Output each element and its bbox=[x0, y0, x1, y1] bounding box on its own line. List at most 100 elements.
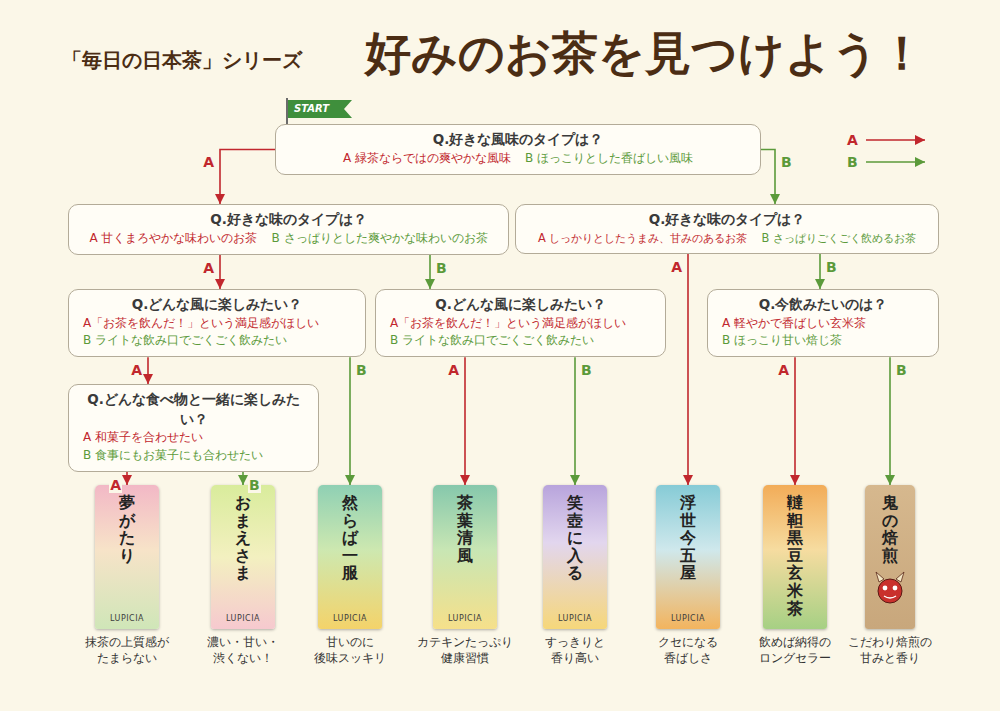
option-text: B ライトな飲み口でごくごく飲みたい bbox=[390, 332, 655, 349]
question-text: Q.好きな味のタイプは？ bbox=[79, 210, 498, 230]
flow-arrow bbox=[219, 255, 221, 289]
branch-label: B bbox=[895, 362, 908, 378]
tea-package: 鬼の焙煎 bbox=[865, 485, 915, 629]
option-group: A 軽やかで香ばしい玄米茶B ほっこり甘い焙じ茶 bbox=[718, 315, 928, 350]
flow-arrow bbox=[687, 254, 689, 485]
product-caption: すっきりと 香り高い bbox=[525, 635, 625, 666]
oni-eye bbox=[883, 586, 888, 591]
tea-package: 然らば一服LUPICIA bbox=[318, 485, 382, 629]
product-name: 笑壺に入る bbox=[567, 494, 583, 582]
brand-name: LUPICIA bbox=[110, 614, 144, 624]
question-text: Q.どんな風に楽しみたい？ bbox=[79, 295, 355, 315]
flow-arrow bbox=[126, 472, 128, 485]
tea-package: おまえさまLUPICIA bbox=[211, 485, 275, 629]
branch-label: B bbox=[355, 362, 368, 378]
option-text: B ほっこりとした香ばしい風味 bbox=[525, 150, 693, 167]
question-text: Q.どんな食べ物と一緒に楽しみたい？ bbox=[79, 390, 308, 429]
question-box: Q.好きな味のタイプは？A 甘くまろやかな味わいのお茶 B さっぱりとした爽やかな… bbox=[68, 204, 509, 255]
option-text: A 緑茶ならではの爽やかな風味 bbox=[343, 150, 511, 167]
flow-arrow bbox=[794, 357, 796, 485]
product-name: 浮世今五屋 bbox=[680, 494, 696, 582]
branch-label: B bbox=[780, 154, 793, 170]
question-text: Q.どんな風に楽しみたい？ bbox=[386, 295, 655, 315]
option-group: A 緑茶ならではの爽やかな風味 B ほっこりとした香ばしい風味 bbox=[286, 150, 750, 167]
question-text: Q.今飲みたいのは？ bbox=[718, 295, 928, 315]
option-group: A しっかりとしたうまみ、甘みのあるお茶 B さっぱりごくごく飲めるお茶 bbox=[526, 230, 928, 247]
product-caption: カテキンたっぷり 健康習慣 bbox=[415, 635, 515, 666]
question-box: Q.好きな風味のタイプは？A 緑茶ならではの爽やかな風味B ほっこりとした香ばし… bbox=[275, 124, 761, 175]
legend-label: B bbox=[847, 153, 858, 171]
option-text: A「お茶を飲んだ！」という満足感がほしい bbox=[390, 315, 655, 332]
option-text: B ライトな飲み口でごくごく飲みたい bbox=[83, 332, 355, 349]
product-caption: 甘いのに 後味スッキリ bbox=[300, 635, 400, 666]
option-text: B 食事にもお菓子にも合わせたい bbox=[83, 447, 308, 464]
question-box: Q.どんな風に楽しみたい？A「お茶を飲んだ！」という満足感がほしいB ライトな飲… bbox=[68, 289, 366, 357]
question-box: Q.どんな風に楽しみたい？A「お茶を飲んだ！」という満足感がほしいB ライトな飲… bbox=[375, 289, 666, 357]
legend-arrow-sample bbox=[866, 161, 925, 163]
branch-label: B bbox=[580, 362, 593, 378]
option-group: A「お茶を飲んだ！」という満足感がほしいB ライトな飲み口でごくごく飲みたい bbox=[386, 315, 655, 350]
option-group: A 甘くまろやかな味わいのお茶 B さっぱりとした爽やかな味わいのお茶 bbox=[79, 230, 498, 247]
branch-label: A bbox=[202, 154, 215, 170]
option-group: A 和菓子を合わせたいB 食事にもお菓子にも合わせたい bbox=[79, 429, 308, 464]
tea-product: 浮世今五屋 LUPICIA クセになる 香ばしさ bbox=[636, 485, 740, 666]
product-caption: 飲めば納得の ロングセラー bbox=[745, 635, 845, 666]
product-name: 然らば一服 bbox=[342, 494, 358, 582]
oni-horn bbox=[876, 572, 884, 582]
flow-arrow bbox=[464, 357, 466, 485]
brand-name: LUPICIA bbox=[558, 614, 592, 624]
branch-label: A bbox=[202, 260, 215, 276]
option-text: B ほっこり甘い焙じ茶 bbox=[722, 332, 928, 349]
brand-name: LUPICIA bbox=[226, 614, 260, 624]
oni-horn bbox=[896, 572, 904, 582]
option-text: B さっぱりごくごく飲めるお茶 bbox=[761, 230, 915, 247]
product-caption: 抹茶の上質感が たまらない bbox=[77, 635, 177, 666]
flow-arrow bbox=[349, 357, 351, 485]
tea-product: 笑壺に入る LUPICIA すっきりと 香り高い bbox=[523, 485, 627, 666]
question-box: Q.今飲みたいのは？A 軽やかで香ばしい玄米茶B ほっこり甘い焙じ茶 bbox=[707, 289, 939, 357]
oni-face bbox=[878, 579, 902, 603]
flow-arrow bbox=[889, 357, 891, 485]
product-name: 韃靼黒豆玄米茶 bbox=[787, 494, 803, 617]
option-text: A 甘くまろやかな味わいのお茶 bbox=[89, 230, 257, 247]
oni-eye bbox=[893, 586, 898, 591]
flow-arrow bbox=[574, 357, 576, 485]
page-title: 好みのお茶を見つけよう！ bbox=[365, 26, 925, 81]
option-text: A 和菓子を合わせたい bbox=[83, 429, 308, 446]
tea-package: 浮世今五屋 LUPICIA bbox=[656, 485, 720, 629]
flow-arrow bbox=[819, 254, 821, 289]
flow-arrow bbox=[220, 149, 275, 204]
tea-package: 笑壺に入る LUPICIA bbox=[543, 485, 607, 629]
tea-product: 鬼の焙煎こだわり焙煎の 甘みと香り bbox=[838, 485, 942, 666]
branch-label: B bbox=[248, 477, 261, 493]
legend-arrow-sample bbox=[866, 139, 925, 141]
branch-label: B bbox=[825, 259, 838, 275]
question-box: Q.好きな味のタイプは？A しっかりとしたうまみ、甘みのあるお茶B さっぱりごく… bbox=[515, 204, 939, 254]
option-text: A しっかりとしたうまみ、甘みのあるお茶 bbox=[538, 230, 747, 247]
product-caption: クセになる 香ばしさ bbox=[638, 635, 738, 666]
brand-name: LUPICIA bbox=[448, 614, 482, 624]
tea-package: 韃靼黒豆玄米茶 bbox=[763, 485, 827, 629]
tea-package: 茶葉清風 LUPICIA bbox=[433, 485, 497, 629]
oni-mouth bbox=[884, 596, 896, 598]
product-name: 鬼の焙煎 bbox=[882, 494, 898, 564]
tea-product: 韃靼黒豆玄米茶飲めば納得の ロングセラー bbox=[743, 485, 847, 666]
series-name: 「毎日の日本茶」シリーズ bbox=[62, 47, 302, 73]
option-text: B さっぱりとした爽やかな味わいのお茶 bbox=[271, 230, 487, 247]
option-text: A 軽やかで香ばしい玄米茶 bbox=[722, 315, 928, 332]
branch-label: B bbox=[435, 260, 448, 276]
start-flag-text: START bbox=[294, 104, 329, 114]
tea-product: 夢がたりLUPICIA 抹茶の上質感が たまらない bbox=[75, 485, 179, 666]
product-name: 茶葉清風 bbox=[457, 494, 473, 564]
start-flag bbox=[288, 100, 352, 118]
flow-arrow bbox=[147, 357, 149, 384]
branch-label: A bbox=[109, 477, 122, 493]
tea-product: 茶葉清風 LUPICIA カテキンたっぷり 健康習慣 bbox=[413, 485, 517, 666]
product-caption: こだわり焙煎の 甘みと香り bbox=[840, 635, 940, 666]
tea-package: 夢がたりLUPICIA bbox=[95, 485, 159, 629]
brand-name: LUPICIA bbox=[671, 614, 705, 624]
option-group: A「お茶を飲んだ！」という満足感がほしいB ライトな飲み口でごくごく飲みたい bbox=[79, 315, 355, 350]
